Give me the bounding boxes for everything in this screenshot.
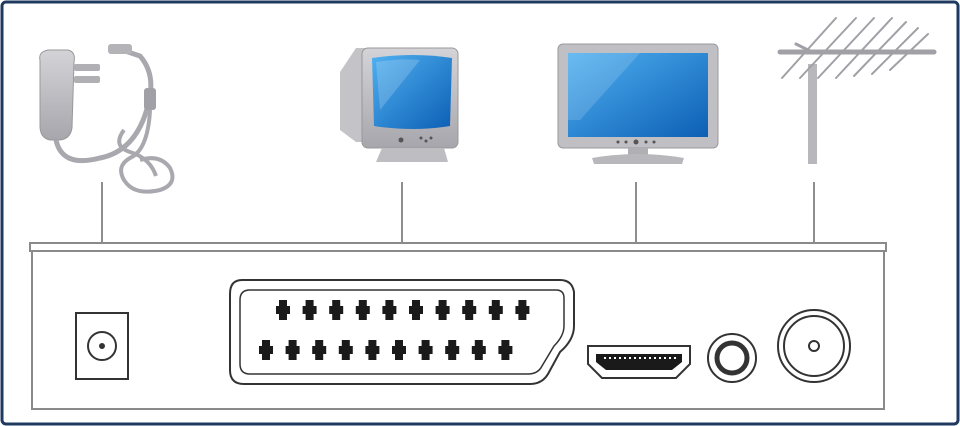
- scart-pin: [435, 300, 450, 320]
- rf-antenna-port-icon: [777, 309, 851, 383]
- crt-monitor-icon: [340, 47, 459, 162]
- dc-power-jack-icon: [75, 312, 129, 380]
- scart-port-icon: [229, 279, 575, 385]
- scart-pin: [392, 340, 406, 360]
- scart-pin: [382, 300, 397, 320]
- hdmi-port-icon: [587, 345, 691, 379]
- scart-pin: [302, 300, 317, 320]
- scart-pin: [471, 340, 486, 360]
- scart-pin: [498, 340, 513, 360]
- scart-pin: [312, 340, 327, 360]
- rca-jack-icon: [707, 333, 757, 383]
- scart-pin: [365, 340, 380, 360]
- scart-pin: [462, 300, 477, 320]
- tv-antenna-icon: [777, 17, 937, 164]
- scart-pin: [409, 300, 423, 320]
- scart-pin: [355, 300, 370, 320]
- scart-pin: [329, 300, 344, 320]
- scart-pin: [276, 300, 290, 320]
- power-adapter-icon: [39, 44, 175, 194]
- flat-screen-tv-icon: [557, 43, 719, 164]
- scart-pin: [285, 340, 300, 360]
- scart-pins: [259, 300, 530, 360]
- scart-pin: [515, 300, 530, 320]
- scart-pin: [418, 340, 433, 360]
- scart-pin: [488, 300, 503, 320]
- scart-pin: [259, 340, 273, 360]
- scart-pin: [445, 340, 460, 360]
- scart-pin: [338, 340, 353, 360]
